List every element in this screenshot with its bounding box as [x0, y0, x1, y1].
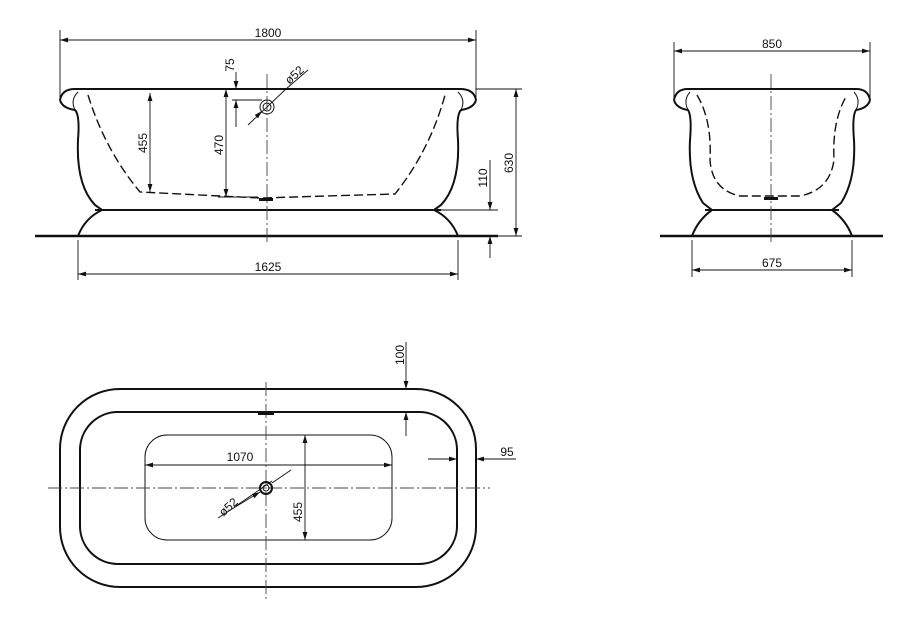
dim-overflow-diameter: ø52	[282, 63, 307, 87]
end-body-left	[673, 99, 713, 211]
dim-inner-depth-455: 455	[136, 133, 150, 153]
end-drain	[764, 197, 778, 200]
side-drain	[259, 198, 273, 201]
side-body-right	[433, 99, 477, 211]
dim-total-height-630: 630	[502, 153, 516, 173]
side-rim	[59, 88, 477, 101]
end-plinth	[691, 209, 853, 237]
dim-base-width-675: 675	[762, 256, 782, 270]
top-basin-floor	[144, 434, 393, 541]
side-overflow-circle	[259, 99, 275, 115]
dim-width-850: 850	[762, 37, 782, 51]
dim-base-length-1625: 1625	[255, 260, 282, 274]
end-rim	[673, 88, 871, 101]
dim-plinth-height-110: 110	[476, 168, 490, 187]
top-view: 100 95 1070 ø52 455	[48, 342, 516, 600]
side-view: 1800 75 ø52 455 470 630 110 1625	[35, 26, 522, 280]
dim-rim-offset-95: 95	[500, 445, 514, 459]
side-plinth	[77, 209, 459, 237]
dim-basin-width-455: 455	[291, 502, 305, 522]
dim-basin-length-1070: 1070	[227, 450, 254, 464]
side-body-left	[59, 99, 103, 211]
top-drain-circle	[259, 481, 273, 495]
dim-length-1800: 1800	[255, 26, 282, 40]
dim-overflow-height-470: 470	[212, 135, 226, 155]
dim-rim-width-100: 100	[393, 345, 407, 365]
top-overflow	[258, 412, 274, 415]
dim-overflow-offset-75: 75	[223, 58, 237, 72]
dim-drain-diameter: ø52	[216, 495, 241, 519]
end-body-right	[831, 99, 871, 211]
end-inner-basin	[696, 94, 848, 197]
end-view: 850 675	[660, 37, 883, 277]
